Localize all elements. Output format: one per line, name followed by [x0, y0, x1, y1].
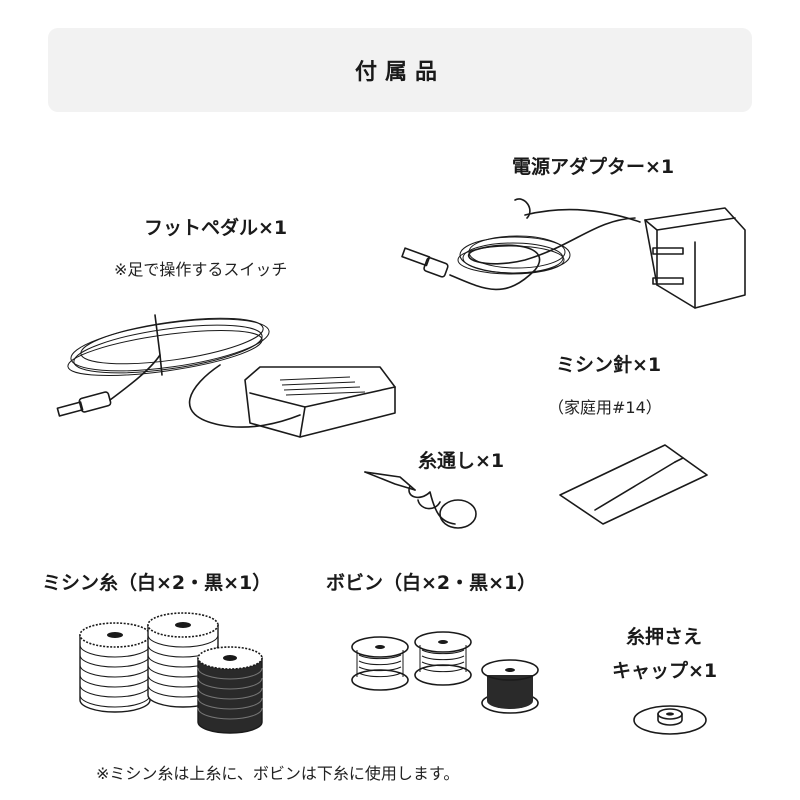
- power-adapter-label: 電源アダプター×1: [512, 156, 675, 178]
- spool-cap-label-line1: 糸押さえ: [626, 626, 703, 648]
- spool-cap-label-line2: キャップ×1: [612, 660, 718, 682]
- footer-note: ※ミシン糸は上糸に、ボビンは下糸に使用します。: [96, 764, 460, 783]
- needle-label: ミシン針×1: [556, 354, 662, 376]
- foot-pedal-note: ※足で操作するスイッチ: [114, 260, 288, 279]
- threader-label: 糸通し×1: [418, 450, 505, 472]
- spool-cap-illustration: [633, 705, 707, 735]
- thread-spools-illustration: [79, 612, 263, 734]
- needle-note: （家庭用#14）: [548, 398, 662, 417]
- foot-pedal-illustration: [56, 314, 396, 438]
- page-title: 付属品: [354, 60, 445, 85]
- thread-label: ミシン糸（白×2・黒×1）: [42, 572, 272, 594]
- title-banner: 付属品: [48, 28, 752, 112]
- threader-illustration: [364, 471, 477, 529]
- bobbins-illustration: [351, 631, 539, 714]
- foot-pedal-label: フットペダル×1: [144, 217, 288, 239]
- needle-illustration: [559, 444, 708, 525]
- power-adapter-illustration: [401, 198, 746, 309]
- bobbin-label: ボビン（白×2・黒×1）: [326, 572, 537, 594]
